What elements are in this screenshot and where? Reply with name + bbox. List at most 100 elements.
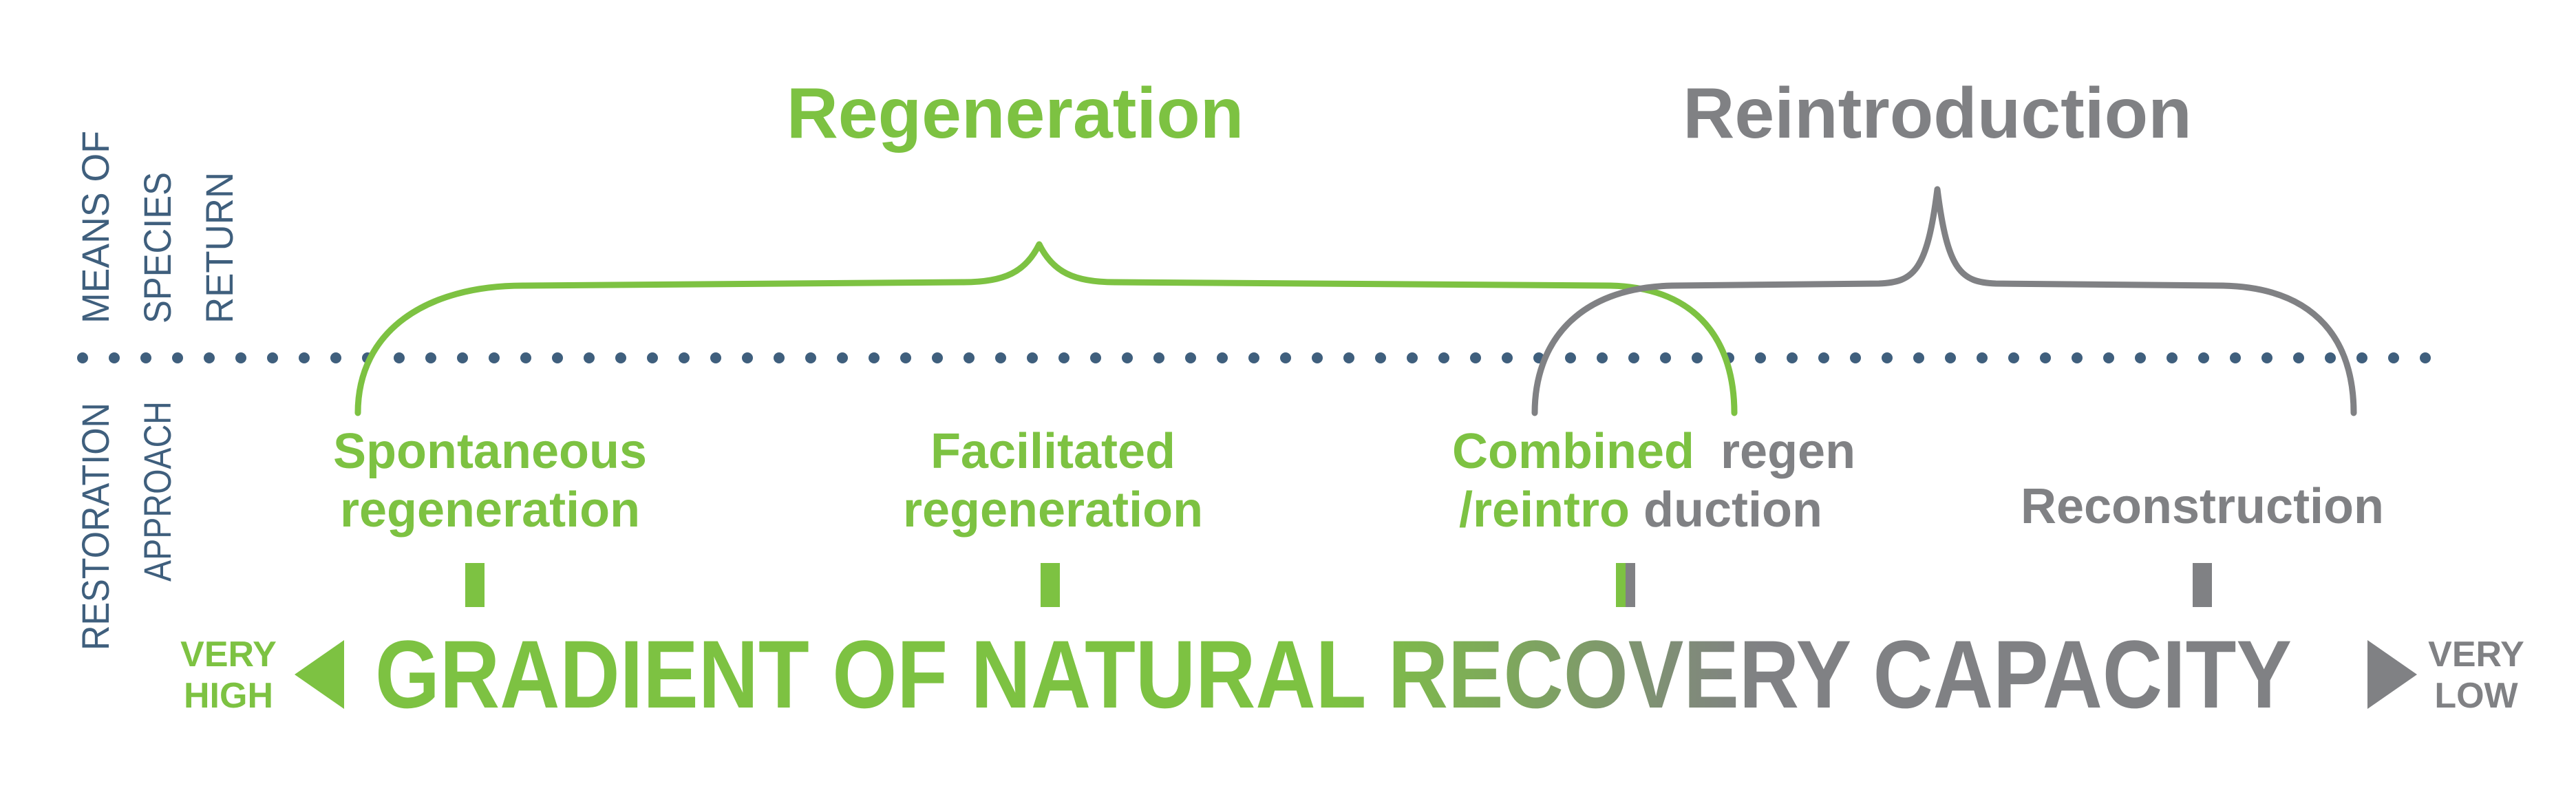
divider-dot (679, 352, 690, 363)
spontaneous-line1: Spontaneous (333, 424, 647, 479)
divider-dot (1248, 352, 1259, 363)
triangle-right-icon (2367, 640, 2417, 709)
divider-dot (77, 352, 88, 363)
divider-dot (742, 352, 753, 363)
tick-facilitated (1041, 563, 1060, 607)
divider-dot (1058, 352, 1069, 363)
very-high-line1: VERY (180, 635, 277, 675)
divider-dot (1660, 352, 1671, 363)
divider-dot (2198, 352, 2209, 363)
divider-dot (552, 352, 563, 363)
combined-regen-reintroduction-label: Combined regen /reintro duction (1452, 424, 1855, 538)
divider-dot (2261, 352, 2272, 363)
divider-dot (2325, 352, 2336, 363)
combined-line1-green: Combined (1452, 424, 1694, 479)
divider-dot (299, 352, 310, 363)
divider-dot (2040, 352, 2051, 363)
tick-reconstruction (2193, 563, 2212, 607)
divider-dot (140, 352, 151, 363)
divider-dot (1438, 352, 1449, 363)
divider-dot (425, 352, 436, 363)
regeneration-brace-icon (354, 241, 1738, 416)
divider-dot (615, 352, 626, 363)
combined-line2: /reintro duction (1459, 482, 1822, 538)
means-label-line2: SPECIES (136, 172, 179, 323)
divider-dot (1913, 352, 1924, 363)
divider-dot (1882, 352, 1893, 363)
facilitated-line2: regeneration (903, 482, 1203, 538)
divider-dot (1755, 352, 1766, 363)
divider-dot (932, 352, 943, 363)
divider-dot (1375, 352, 1386, 363)
reintroduction-label: Reintroduction (1683, 74, 2191, 153)
facilitated-regeneration-label: Facilitated regeneration (903, 424, 1203, 538)
divider-dot (520, 352, 531, 363)
divider-dot (1090, 352, 1101, 363)
divider-dot (1470, 352, 1481, 363)
divider-dot (869, 352, 880, 363)
divider-dot (2008, 352, 2019, 363)
approach-label-line2: APPROACH (136, 401, 179, 582)
tick-spontaneous (465, 563, 485, 607)
divider-dot (2072, 352, 2083, 363)
very-low-line2: LOW (2434, 676, 2518, 716)
divider-dot (1027, 352, 1038, 363)
divider-dot (330, 352, 341, 363)
very-low-line1: VERY (2428, 635, 2524, 675)
triangle-left-icon (295, 640, 344, 709)
divider-dot (2167, 352, 2178, 363)
approach-label-line1: RESTORATION (74, 403, 117, 650)
divider-dot (805, 352, 816, 363)
divider-dot (2420, 352, 2431, 363)
divider-dot (2230, 352, 2241, 363)
combined-line2-grey: duction (1643, 482, 1822, 538)
divider-dot (964, 352, 975, 363)
means-label-line1: MEANS OF (74, 131, 117, 323)
divider-dot (1343, 352, 1354, 363)
restoration-approach-label: RESTORATION APPROACH (74, 401, 179, 650)
divider-dot (457, 352, 468, 363)
combined-line1: Combined regen (1452, 424, 1855, 479)
divider-dot (1818, 352, 1829, 363)
divider-dot (109, 352, 120, 363)
divider-dot (1122, 352, 1133, 363)
divider-dot (710, 352, 721, 363)
means-of-species-return-label: MEANS OF SPECIES RETURN (74, 131, 241, 323)
spontaneous-line2: regeneration (340, 482, 640, 538)
divider-dot (900, 352, 911, 363)
divider-dot (647, 352, 658, 363)
divider-dot (774, 352, 785, 363)
divider-dot (204, 352, 215, 363)
divider-dot (1153, 352, 1164, 363)
divider-dot (1280, 352, 1291, 363)
divider-dot (2103, 352, 2114, 363)
facilitated-line1: Facilitated (930, 424, 1175, 479)
reconstruction-label: Reconstruction (2021, 479, 2384, 534)
regeneration-label: Regeneration (787, 74, 1244, 153)
divider-dot (1945, 352, 1956, 363)
divider-dot (235, 352, 246, 363)
divider-dot (1502, 352, 1513, 363)
combined-line1-grey: regen (1721, 424, 1855, 479)
very-high-label: VERY HIGH (180, 635, 277, 716)
divider-dot (1850, 352, 1861, 363)
divider-dot (584, 352, 595, 363)
very-low-label: VERY LOW (2428, 635, 2524, 716)
divider-dot (1185, 352, 1196, 363)
divider-dot (2388, 352, 2399, 363)
divider-dot (2356, 352, 2367, 363)
divider-dot (1407, 352, 1418, 363)
divider-dot (172, 352, 183, 363)
divider-dot (1692, 352, 1703, 363)
means-label-line3: RETURN (198, 172, 241, 323)
divider-dot (995, 352, 1006, 363)
divider-dot (1312, 352, 1323, 363)
very-high-line2: HIGH (184, 676, 273, 716)
divider-dot (2135, 352, 2146, 363)
combined-line2-green: /reintro (1459, 482, 1630, 538)
gradient-title: GRADIENT OF NATURAL RECOVERY CAPACITY (375, 620, 2292, 728)
divider-dot (1217, 352, 1228, 363)
divider-dot (267, 352, 278, 363)
divider-dot (1597, 352, 1608, 363)
